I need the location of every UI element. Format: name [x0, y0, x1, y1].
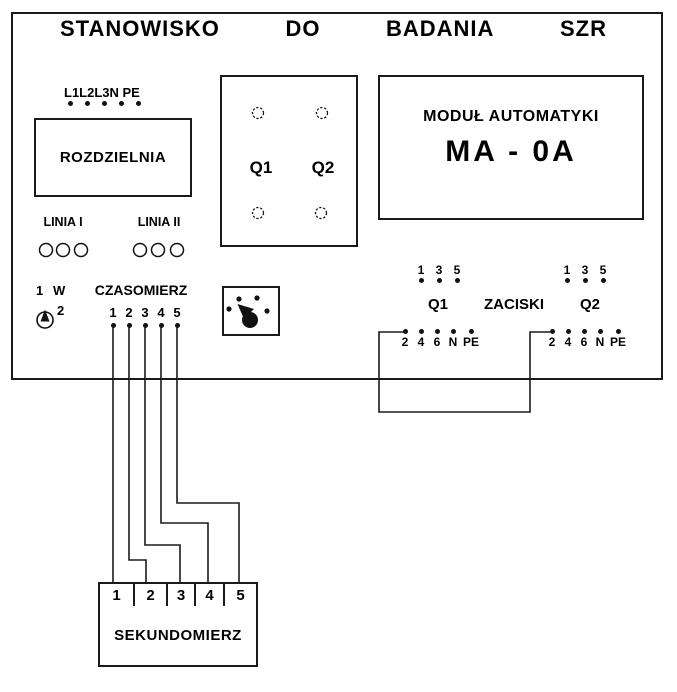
switch-pos2-label: 2: [57, 303, 65, 318]
contactor-q2-label: Q2: [311, 158, 335, 177]
sekundomierz-box: SEKUNDOMIERZ: [98, 606, 258, 667]
linia2-label: LINIA II: [137, 215, 181, 229]
czasomierz-terminal-4: 4: [154, 305, 168, 328]
module-model: MA - 0A: [445, 135, 577, 168]
power-feed-label: L1L2L3N PE: [64, 85, 140, 100]
sekundomierz-terminal-3: 3: [166, 584, 194, 606]
title-word-badania: BADANIA: [385, 16, 495, 41]
sekundomierz-terminal-strip: 1 2 3 4 5: [98, 582, 258, 608]
contactor-q1-label: Q1: [249, 158, 273, 177]
module-box: MODUŁ AUTOMATYKI MA - 0A: [378, 75, 644, 220]
zaciski-label: ZACISKI: [484, 296, 544, 313]
rozdzielnia-box: ROZDZIELNIA: [34, 118, 192, 197]
contactor-box: [220, 75, 358, 247]
switch-mode-label: W: [53, 283, 66, 298]
rozdzielnia-label: ROZDZIELNIA: [59, 149, 167, 166]
title-word-stanowisko: STANOWISKO: [60, 16, 220, 41]
title-word-do: DO: [285, 16, 321, 41]
czasomierz-label: CZASOMIERZ: [94, 282, 188, 298]
sekundomierz-terminal-4: 4: [194, 584, 223, 606]
sekundomierz-label: SEKUNDOMIERZ: [114, 627, 242, 644]
czasomierz-terminal-1: 1: [106, 305, 120, 328]
q1-top-terminals: 1 3 5: [414, 263, 464, 283]
czasomierz-terminal-5: 5: [170, 305, 184, 328]
test-knob-box: [222, 286, 280, 336]
switch-pos1-label: 1: [36, 283, 44, 298]
power-feed-terminal-dots: [68, 101, 141, 106]
sekundomierz-terminal-1: 1: [112, 586, 121, 604]
q2-bottom-terminals: 2 4 6 N PE: [545, 329, 627, 349]
diagram-title: STANOWISKO DO BADANIA SZR: [60, 16, 607, 42]
linia1-label: LINIA I: [43, 215, 83, 229]
module-name: MODUŁ AUTOMATYKI: [423, 108, 599, 125]
czasomierz-terminals: 1 2 3 4 5: [106, 305, 184, 328]
q2-top-terminals: 1 3 5: [560, 263, 610, 283]
sekundomierz-terminal-5: 5: [223, 584, 256, 606]
title-word-szr: SZR: [559, 16, 607, 41]
czasomierz-terminal-2: 2: [122, 305, 136, 328]
sekundomierz-terminal-2: 2: [133, 584, 166, 606]
q1-bottom-terminals: 2 4 6 N PE: [398, 329, 480, 349]
zaciski-q1-label: Q1: [427, 296, 448, 313]
zaciski-q2-label: Q2: [579, 296, 600, 313]
czasomierz-terminal-3: 3: [138, 305, 152, 328]
